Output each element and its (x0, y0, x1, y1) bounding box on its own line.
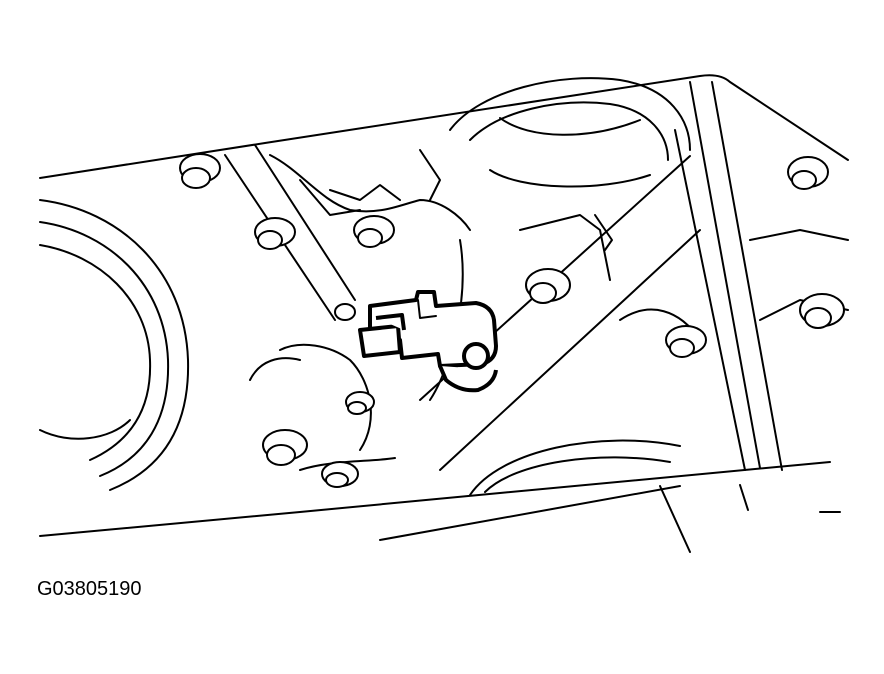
bolt-right-mid (799, 293, 845, 329)
mount-bracket (249, 149, 849, 553)
bolt-left-mid (254, 217, 296, 250)
bolts (179, 153, 845, 488)
bolt-top-left (179, 153, 221, 189)
sensor-connector (358, 290, 498, 393)
crank-pulley (39, 199, 190, 491)
bolt-bottom-center (321, 461, 359, 488)
bolt-small-left (345, 391, 375, 415)
engine-illustration (39, 74, 849, 553)
idler-pulley-upper (449, 77, 691, 188)
idler-pulley-lower (469, 439, 681, 496)
bolt-center-top (353, 215, 395, 248)
engine-block-outline (39, 74, 849, 537)
drive-belt (419, 81, 783, 471)
figure-id-label: G03805190 (37, 578, 142, 600)
bolt-right-inner (665, 325, 707, 358)
bolt-center-right (525, 268, 571, 304)
bolt-bottom-left (262, 429, 308, 466)
bolt-right-upper (787, 156, 829, 190)
